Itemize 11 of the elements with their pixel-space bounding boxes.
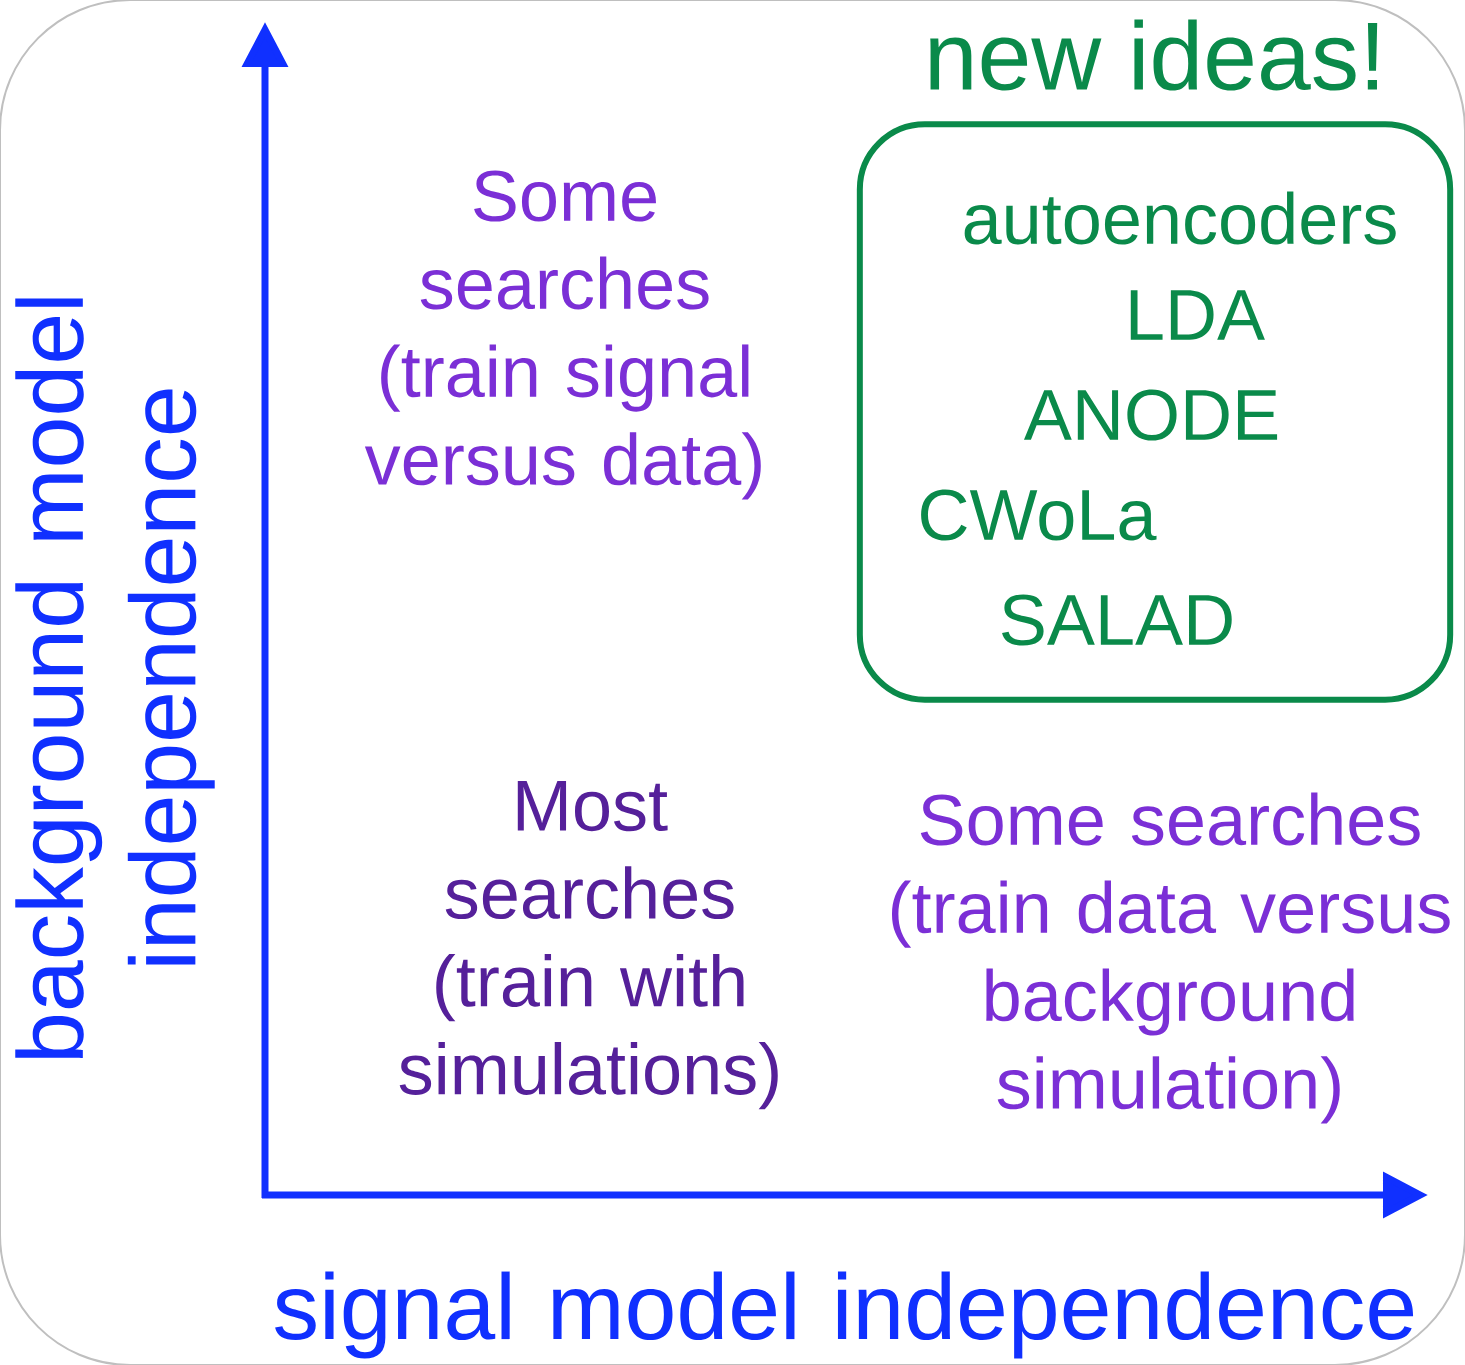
list-item: CWoLa — [921, 489, 1157, 541]
list-item: SALAD — [1002, 594, 1232, 646]
list-item: LDA — [1130, 290, 1265, 340]
quadrant-text: Some searches (train data versus background simulation) — [892, 792, 1450, 1124]
quadrant-text: Most searches (train with simulations) — [399, 780, 778, 1110]
axis-label: background model independence — [15, 298, 215, 1058]
list-item: autoencoders — [964, 191, 1396, 245]
quadrant-text: Some searches (train signal versus data) — [364, 170, 761, 500]
axis-label: signal model independence — [275, 1271, 1414, 1359]
list-item: ANODE — [1024, 389, 1278, 441]
box-heading: new ideas! — [930, 19, 1378, 91]
